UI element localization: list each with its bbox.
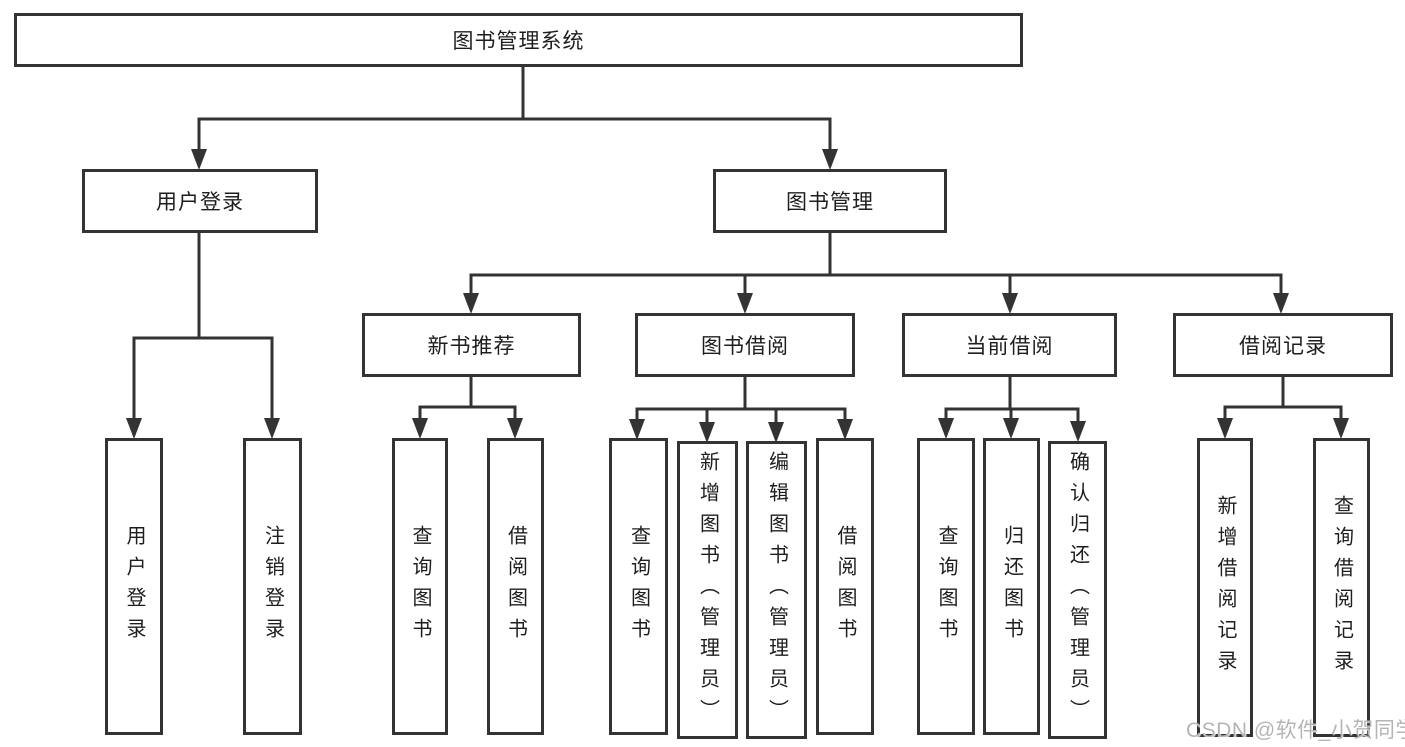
node-current-borrow: 当前借阅: [902, 313, 1117, 377]
node-root: 图书管理系统: [14, 13, 1023, 67]
leaf-logout: 注销登录: [243, 438, 302, 735]
leaf-return-book-label: 归还图书: [1000, 524, 1023, 649]
node-root-label: 图书管理系统: [452, 30, 585, 53]
leaf-logout-label: 注销登录: [261, 524, 284, 649]
leaf-newbook-query-books-label: 查询图书: [409, 524, 431, 649]
arrowhead-icon: [737, 293, 753, 314]
leaf-user-login-label: 用户登录: [123, 524, 145, 649]
arrowhead-icon: [938, 418, 954, 439]
leaf-add-book-admin: 新增图书（管理员）: [677, 441, 738, 739]
node-borrow-records: 借阅记录: [1173, 313, 1393, 377]
leaf-add-borrow-record: 新增借阅记录: [1197, 438, 1253, 737]
arrowhead-icon: [1217, 418, 1233, 439]
node-book-borrow: 图书借阅: [635, 313, 855, 377]
leaf-query-borrow-record: 查询借阅记录: [1313, 438, 1370, 737]
csdn-watermark: CSDN @软件_小贺同学: [1186, 719, 1405, 742]
arrowhead-icon: [1070, 421, 1086, 442]
leaf-confirm-return-admin: 确认归还（管理员）: [1048, 441, 1107, 739]
leaf-add-borrow-record-label: 新增借阅记录: [1214, 494, 1236, 681]
leaf-current-query-books: 查询图书: [917, 438, 975, 735]
leaf-current-query-books-label: 查询图书: [935, 524, 957, 649]
leaf-newbook-borrow-books-label: 借阅图书: [504, 524, 527, 649]
leaf-edit-book-admin-label: 编辑图书（管理员）: [765, 450, 788, 730]
arrowhead-icon: [837, 419, 853, 440]
arrowhead-icon: [768, 422, 784, 443]
node-new-book-recommend-label: 新书推荐: [427, 335, 516, 358]
node-user-login: 用户登录: [82, 169, 318, 233]
leaf-borrow-book-label: 借阅图书: [834, 524, 856, 649]
leaf-borrow-book: 借阅图书: [816, 438, 874, 735]
node-current-borrow-label: 当前借阅: [965, 335, 1054, 358]
node-book-management: 图书管理: [713, 169, 947, 233]
leaf-confirm-return-admin-label: 确认归还（管理员）: [1066, 450, 1089, 730]
arrowhead-icon: [1273, 293, 1289, 314]
arrowhead-icon: [822, 149, 838, 170]
leaf-borrow-query-books-label: 查询图书: [627, 524, 650, 649]
node-user-login-label: 用户登录: [156, 191, 244, 214]
arrowhead-icon: [1002, 293, 1018, 314]
leaf-newbook-borrow-books: 借阅图书: [487, 438, 544, 735]
arrowhead-icon: [1333, 418, 1349, 439]
arrowhead-icon: [126, 418, 142, 439]
leaf-query-borrow-record-label: 查询借阅记录: [1330, 494, 1353, 681]
node-book-management-label: 图书管理: [786, 191, 874, 214]
arrowhead-icon: [1003, 418, 1019, 439]
arrowhead-icon: [264, 418, 280, 439]
node-borrow-records-label: 借阅记录: [1239, 335, 1327, 358]
arrowhead-icon: [507, 418, 523, 439]
arrowhead-icon: [412, 418, 428, 439]
node-new-book-recommend: 新书推荐: [362, 313, 581, 377]
leaf-user-login: 用户登录: [105, 438, 163, 735]
leaf-add-book-admin-label: 新增图书（管理员）: [696, 450, 719, 730]
arrowhead-icon: [629, 419, 645, 440]
leaf-return-book: 归还图书: [983, 438, 1040, 735]
arrowhead-icon: [191, 149, 207, 170]
arrowhead-icon: [699, 422, 715, 443]
leaf-edit-book-admin: 编辑图书（管理员）: [746, 441, 807, 739]
node-book-borrow-label: 图书借阅: [701, 335, 789, 358]
leaf-newbook-query-books: 查询图书: [392, 438, 448, 735]
leaf-borrow-query-books: 查询图书: [609, 438, 668, 735]
arrowhead-icon: [463, 293, 479, 314]
